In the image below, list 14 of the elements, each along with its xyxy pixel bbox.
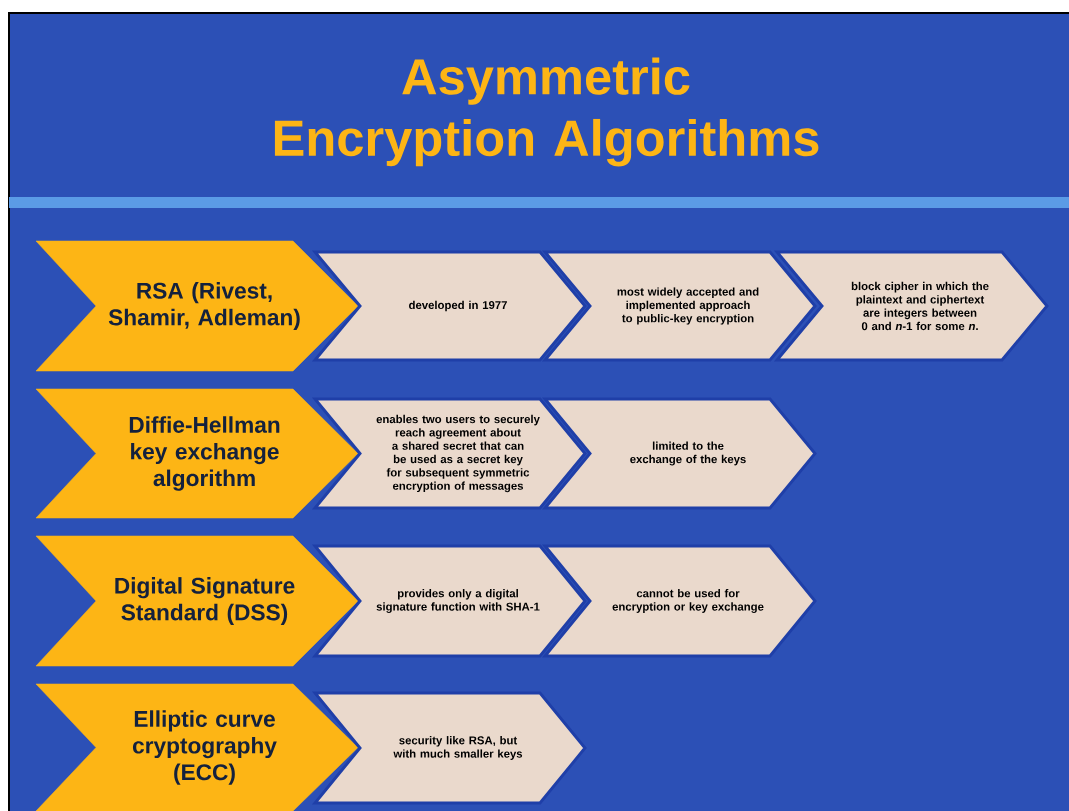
chevron-heading: Diffie-Hellman key exchange algorithm xyxy=(35,388,359,519)
chevron-step: most widely accepted and implemented approach to public-key encryption xyxy=(541,250,817,362)
chevron-step: cannot be used for encryption or key exchange xyxy=(541,544,817,658)
slide-title: Asymmetric Encryption Algorithms xyxy=(274,57,819,167)
chevron-step: security like RSA, but with much smaller keys xyxy=(311,691,587,805)
node-label: block cipher in which the plaintext and ciphertext are integers between 0 and n-1 for some n. xyxy=(851,281,989,331)
chevron-heading: RSA (Rivest, Shamir, Adleman) xyxy=(35,240,359,372)
chevron-step: limited to the exchange of the keys xyxy=(541,397,817,510)
chevron-step: enables two users to securely reach agreement about a shared secret that can be used as a secret key for subsequent symmetric encryption of messages xyxy=(311,397,587,510)
chevron-step: provides only a digital signature function with SHA-1 xyxy=(311,544,587,658)
chevron-heading: Digital Signature Standard (DSS) xyxy=(35,535,359,667)
chevron-step: developed in 1977 xyxy=(311,250,587,362)
chevron-step: block cipher in which the plaintext and ciphertext are integers between 0 and n-1 for some n. xyxy=(773,250,1049,362)
chevron-heading: Elliptic curve cryptography (ECC) xyxy=(35,683,359,811)
